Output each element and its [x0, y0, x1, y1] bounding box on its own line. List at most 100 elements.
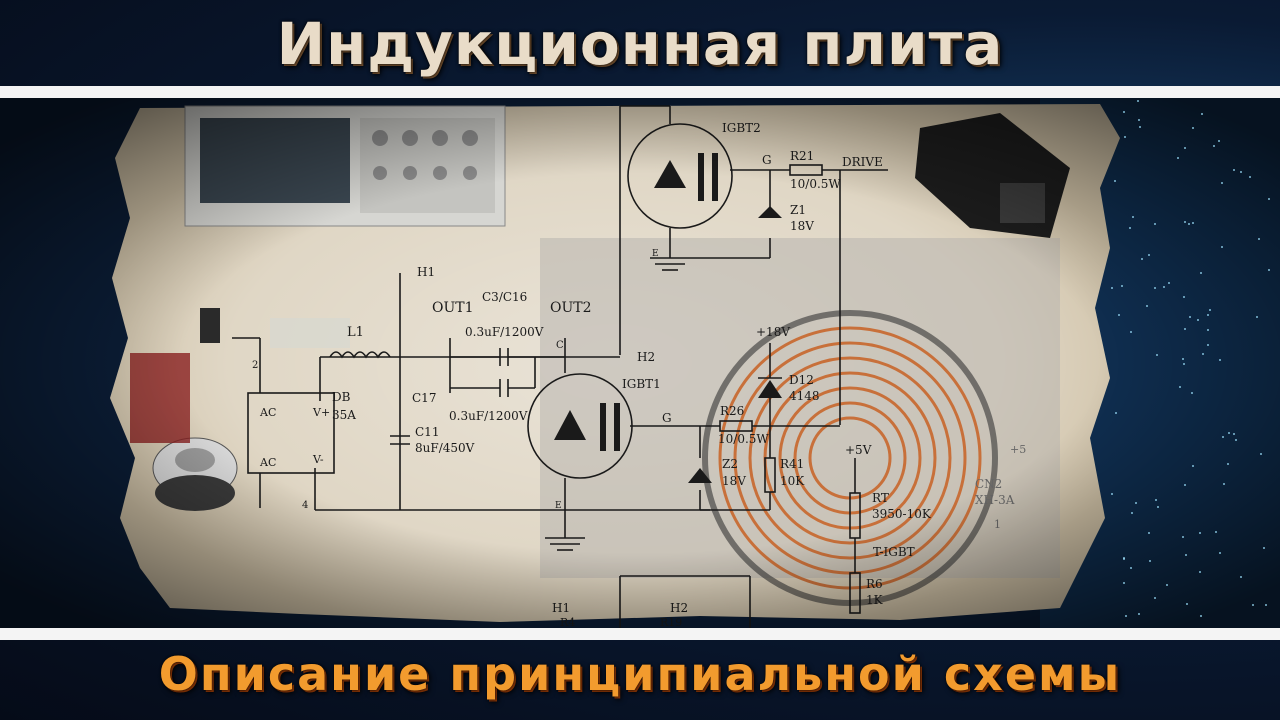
label-igbt1-e: E — [555, 501, 562, 511]
sparkle-dot — [1182, 535, 1185, 538]
label-cn2-val: XH-3A — [975, 493, 1015, 507]
sparkle-dot — [1137, 119, 1140, 122]
sparkle-dot — [1206, 343, 1209, 346]
label-igbt2-e: E — [652, 249, 659, 259]
sparkle-dot — [1264, 604, 1267, 607]
label-vplus: V+ — [312, 406, 330, 419]
black-part — [200, 308, 220, 343]
label-cn2: CN2 — [975, 477, 1002, 491]
label-h1-top: H1 — [417, 265, 435, 279]
label-out2: OUT2 — [550, 300, 592, 316]
sparkle-dot — [1206, 329, 1209, 332]
sparkle-dot — [1140, 258, 1143, 261]
sparkle-dot — [1257, 237, 1260, 240]
sparkle-dot — [1220, 246, 1223, 249]
sparkle-dot — [1165, 583, 1168, 586]
label-out2-c: C — [556, 340, 564, 351]
sparkle-dot — [1267, 198, 1270, 201]
sparkle-dot — [1200, 271, 1203, 274]
sparkle-dot — [1191, 127, 1194, 130]
label-h2-mid: H2 — [637, 350, 655, 364]
top-divider — [0, 86, 1280, 98]
sparkle-dot — [1179, 386, 1182, 389]
sparkle-dot — [1240, 171, 1243, 174]
sparkle-dot — [1197, 319, 1200, 322]
label-igbt1-g: G — [662, 411, 672, 425]
sparkle-dot — [1149, 559, 1152, 562]
label-d12: D12 — [789, 373, 814, 387]
sparkle-dot — [1154, 498, 1157, 501]
heatsink — [270, 318, 350, 348]
sparkle-dot — [1199, 571, 1202, 574]
label-r26-val: 10/0.5W — [718, 432, 769, 446]
label-plus5-right: +5 — [1010, 443, 1026, 456]
label-c3c16: C3/C16 — [482, 290, 527, 304]
sparkle-dot — [1256, 316, 1259, 319]
label-drive: DRIVE — [842, 155, 883, 169]
label-c17-val: 0.3uF/1200V — [449, 409, 528, 423]
label-r19: R19 — [660, 616, 682, 628]
red-device — [130, 353, 190, 443]
sparkle-dot — [1111, 493, 1114, 496]
sparkle-dot — [1154, 597, 1156, 600]
sparkle-dot — [1132, 216, 1135, 219]
label-l1: L1 — [347, 325, 364, 340]
label-rt-val: 3950-10K — [872, 507, 932, 521]
sparkle-dot — [1201, 112, 1204, 115]
video-title: Индукционная плита — [276, 10, 1004, 78]
sparkle-dot — [1184, 146, 1187, 149]
label-tigbt: T-IGBT — [873, 545, 915, 559]
label-igbt2-g: G — [762, 153, 772, 167]
sparkle-dot — [1202, 353, 1205, 356]
sparkle-dot — [1228, 432, 1231, 435]
label-z1-val: 18V — [790, 219, 814, 233]
label-db: DB — [332, 390, 351, 404]
sparkle-dot — [1233, 432, 1236, 435]
label-out1: OUT1 — [432, 300, 474, 316]
sparkle-dot — [1192, 222, 1195, 225]
sparkle-dot — [1188, 315, 1191, 318]
label-cn2-pin: 1 — [994, 518, 1001, 531]
sparkle-dot — [1212, 144, 1215, 147]
label-rt: RT — [872, 491, 889, 505]
video-subtitle: Описание принципиальной схемы — [158, 647, 1122, 701]
sparkle-dot — [1239, 575, 1242, 578]
sparkle-dot — [1153, 223, 1156, 226]
sparkle-dot — [1154, 286, 1157, 289]
sparkle-dot — [1147, 531, 1150, 534]
sparkle-dot — [1168, 282, 1171, 285]
sparkle-dot — [1209, 308, 1212, 311]
sparkle-dot — [1163, 285, 1166, 288]
sparkle-dot — [1185, 602, 1188, 605]
sparkle-dot — [1187, 222, 1190, 225]
sparkle-dot — [1156, 506, 1159, 509]
label-r6-val: 1K — [866, 593, 884, 607]
label-r21: R21 — [790, 149, 814, 163]
label-r26: R26 — [720, 404, 744, 418]
label-z2-val: 18V — [722, 474, 746, 488]
label-igbt1: IGBT1 — [622, 377, 661, 391]
sparkle-dot — [1135, 501, 1138, 504]
sparkle-dot — [1218, 139, 1221, 142]
sparkle-dot — [1122, 557, 1125, 559]
label-d12-val: 4148 — [789, 389, 820, 403]
sparkle-dot — [1129, 226, 1132, 229]
label-h1-bottom: H1 — [552, 601, 570, 615]
schematic-photo: IGBT2 G E R21 10/0.5W DRIVE Z1 18V H1 OU… — [0, 98, 1280, 628]
sparkle-dot — [1251, 603, 1254, 606]
sparkle-dot — [1220, 182, 1223, 185]
sparkle-dot — [1183, 363, 1186, 366]
sparkle-dot — [1232, 168, 1235, 171]
sparkle-dot — [1156, 353, 1159, 356]
sparkle-dot — [1123, 581, 1126, 584]
sparkle-dot — [1184, 484, 1187, 487]
sparkle-dot — [1122, 558, 1125, 561]
label-z1: Z1 — [790, 203, 806, 217]
solder-spool — [152, 437, 238, 511]
sparkle-dot — [1124, 615, 1127, 618]
sparkle-dot — [1259, 452, 1262, 455]
sparkle-dot — [1192, 465, 1195, 468]
sparkle-dot — [1182, 357, 1185, 360]
sparkle-dot — [1198, 531, 1201, 534]
sparkle-dot — [1176, 156, 1179, 159]
